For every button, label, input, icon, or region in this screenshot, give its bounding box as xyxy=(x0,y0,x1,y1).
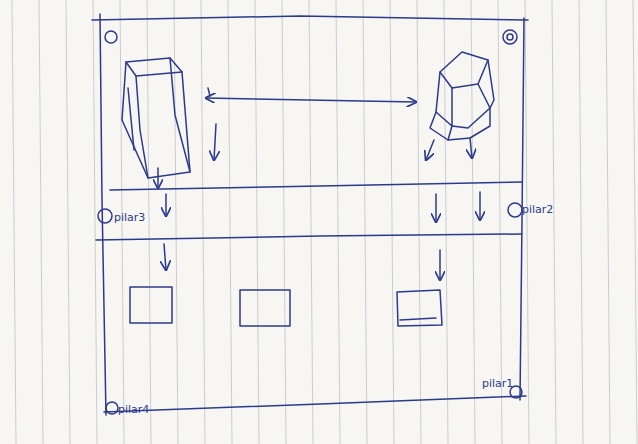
ruled-line xyxy=(39,0,43,444)
cube-edge xyxy=(488,60,494,108)
ruled-lines xyxy=(12,0,637,444)
cube-base xyxy=(430,108,490,140)
bin-rect xyxy=(240,290,290,326)
hopper-edge xyxy=(136,76,148,178)
ruled-line xyxy=(66,0,70,444)
down-arrow xyxy=(426,140,434,160)
frame-top xyxy=(92,16,528,20)
cube-top xyxy=(440,52,488,88)
ruled-line xyxy=(633,0,637,444)
hopper-edge xyxy=(170,58,190,172)
double-arrow xyxy=(206,98,416,102)
cube-side xyxy=(452,84,490,128)
down-arrow xyxy=(157,168,159,188)
pillar-label: pilar2 xyxy=(522,204,553,215)
ruled-line xyxy=(336,0,340,444)
arrow-tick xyxy=(208,88,210,96)
pillar-circle xyxy=(106,402,118,414)
down-arrow xyxy=(214,124,216,160)
ruled-line xyxy=(471,0,475,444)
ruled-line xyxy=(390,0,394,444)
ruled-line xyxy=(525,0,529,444)
cube-side xyxy=(436,72,452,126)
down-arrow xyxy=(164,244,166,270)
ruled-line xyxy=(147,0,151,444)
pillar-circle xyxy=(105,31,117,43)
pillar-circle xyxy=(507,34,513,40)
bin-rect xyxy=(397,290,442,326)
pillar-circle xyxy=(508,203,522,217)
ruled-line xyxy=(228,0,232,444)
pillar-circle xyxy=(98,209,112,223)
down-arrow xyxy=(165,194,167,216)
down-arrow xyxy=(439,250,441,280)
down-arrow xyxy=(470,138,472,158)
frame-bottom xyxy=(104,396,526,412)
pillar-circle xyxy=(503,30,517,44)
bin-rect xyxy=(130,287,172,323)
band-line xyxy=(96,234,522,240)
hopper-edge xyxy=(128,88,134,150)
ruled-line xyxy=(417,0,421,444)
band-line xyxy=(110,182,522,190)
frame-left xyxy=(100,14,106,415)
ruled-line xyxy=(93,0,97,444)
ruled-line xyxy=(363,0,367,444)
ruled-line xyxy=(201,0,205,444)
ruled-line xyxy=(579,0,583,444)
ruled-line xyxy=(309,0,313,444)
pillar-label: pilar4 xyxy=(118,404,149,415)
pillar-label: pilar3 xyxy=(114,212,145,223)
hopper-body xyxy=(122,62,190,178)
down-arrow xyxy=(479,192,481,220)
ruled-line xyxy=(255,0,259,444)
ruled-line xyxy=(12,0,16,444)
ruled-line xyxy=(282,0,286,444)
ruled-line xyxy=(606,0,610,444)
cube-edge xyxy=(448,126,452,140)
hopper-top xyxy=(126,58,182,76)
pillar-label: pilar1 xyxy=(482,378,513,389)
down-arrow xyxy=(435,194,437,222)
ruled-line xyxy=(552,0,556,444)
